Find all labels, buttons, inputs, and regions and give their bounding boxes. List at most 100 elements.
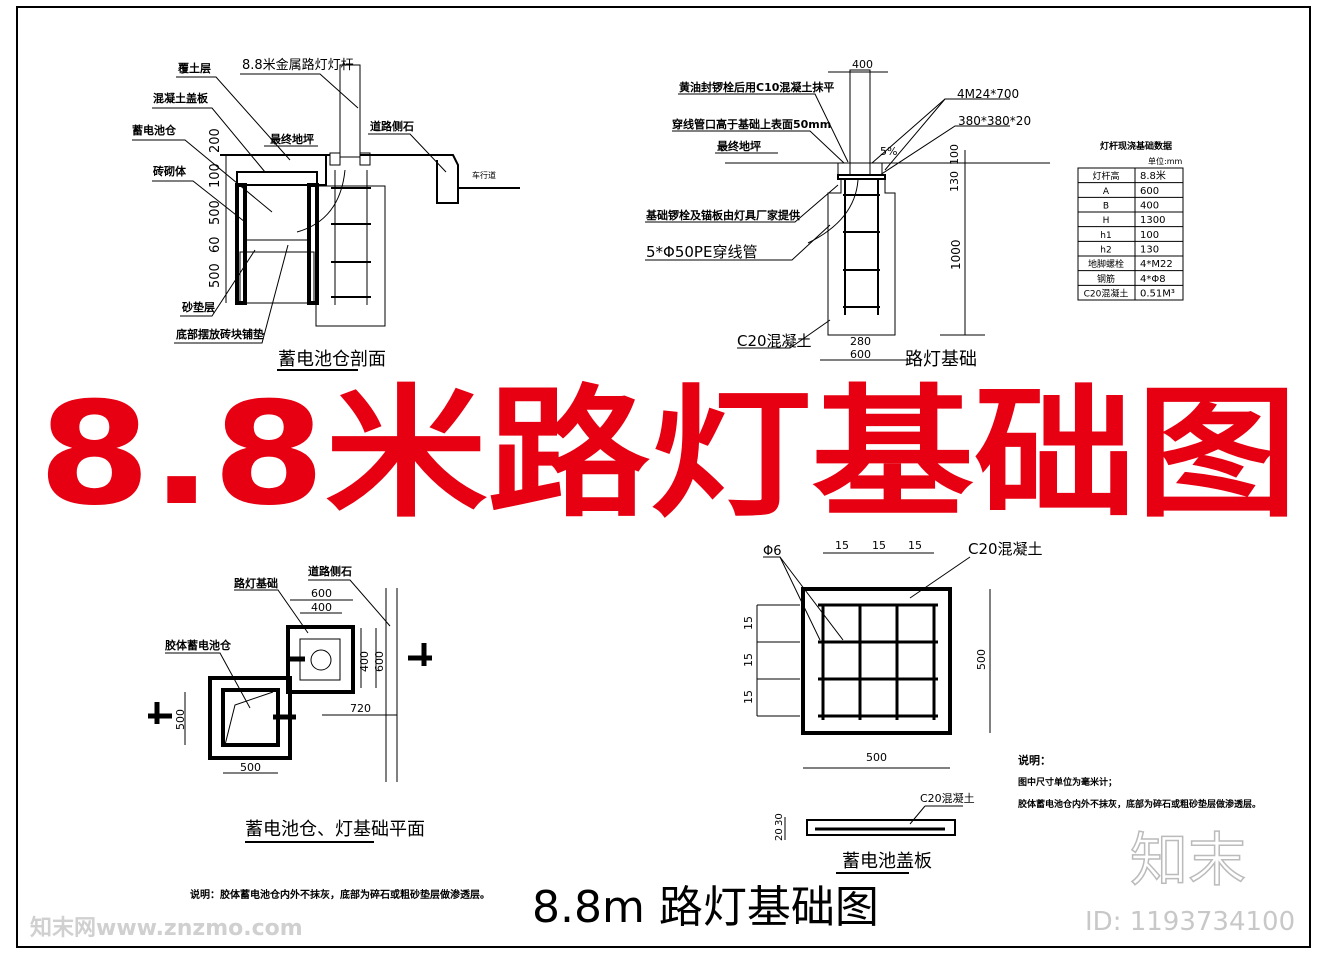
table-cell-key: A bbox=[1103, 187, 1110, 197]
label-foundation: 路灯基础 bbox=[234, 576, 278, 590]
dim: 500 bbox=[208, 263, 223, 288]
dim: 600 bbox=[373, 651, 386, 672]
note-line: 胶体蓄电池仓内外不抹灰，底部为碎石或粗砂垫层做渗透层。 bbox=[1018, 798, 1261, 810]
label-conduit: 5*Φ50PE穿线管 bbox=[646, 243, 757, 261]
dim: 15 bbox=[742, 616, 755, 630]
note-line: 图中尺寸单位为毫米计； bbox=[1018, 776, 1117, 788]
table-cell-key: H bbox=[1103, 216, 1110, 226]
dim: 15 bbox=[835, 539, 849, 552]
dim: 100 bbox=[208, 163, 223, 188]
rebar-plan-drawing bbox=[756, 552, 991, 840]
table-cell-key: B bbox=[1103, 202, 1109, 212]
plan-drawing bbox=[148, 579, 432, 782]
label-seal: 黄油封锣栓后用C10混凝土抹平 bbox=[679, 80, 834, 94]
label-brick: 砖砌体 bbox=[153, 164, 187, 178]
table-cell-value: 4*M22 bbox=[1140, 259, 1173, 270]
watermark: 知末网www.znzmo.com bbox=[30, 915, 303, 941]
battery-section-drawing bbox=[132, 64, 520, 344]
dim: 400 bbox=[852, 58, 873, 71]
label-curb: 道路侧石 bbox=[308, 564, 352, 578]
plan-labels: 路灯基础 道路侧石 胶体蓄电池仓 600 400 400 600 720 500… bbox=[165, 564, 490, 901]
plan-note: 说明：胶体蓄电池仓内外不抹灰，底部为碎石或粗砂垫层做渗透层。 bbox=[190, 888, 490, 901]
label-final-ground: 最终地坪 bbox=[270, 132, 314, 146]
dim: 20 bbox=[774, 828, 785, 841]
label-sand: 砂垫层 bbox=[182, 300, 215, 314]
brand-logo: 知末 bbox=[1130, 826, 1246, 894]
dim: 30 bbox=[774, 813, 785, 826]
label-bolt: 4M24*700 bbox=[957, 87, 1019, 101]
battery-section-labels: 覆土层 8.8米金属路灯灯杆 混凝土盖板 最终地坪 道路侧石 蓄电池仓 车行道 … bbox=[132, 57, 496, 371]
label-curb: 道路侧石 bbox=[370, 119, 414, 133]
label-final-ground: 最终地坪 bbox=[717, 139, 761, 153]
dim: 200 bbox=[208, 128, 223, 153]
section-title-cover: 蓄电池盖板 bbox=[842, 851, 932, 872]
dim: 15 bbox=[908, 539, 922, 552]
label-bottom-brick: 底部摆放砖块铺垫 bbox=[176, 327, 264, 341]
label-concrete: C20混凝土 bbox=[737, 332, 812, 350]
label-road: 车行道 bbox=[472, 170, 496, 180]
table-cell-key: h1 bbox=[1100, 231, 1111, 241]
table-cell-value: 100 bbox=[1140, 230, 1159, 241]
dim: 130 bbox=[948, 171, 961, 192]
notes-heading: 说明： bbox=[1018, 753, 1051, 767]
dim: 15 bbox=[872, 539, 886, 552]
table-cell-key: h2 bbox=[1100, 246, 1111, 256]
label-conduit-height: 穿线管口高于基础上表面50mm bbox=[672, 117, 831, 131]
dim: 720 bbox=[350, 702, 371, 715]
dim: 100 bbox=[948, 144, 961, 165]
table-cell-key: C20混凝土 bbox=[1084, 288, 1129, 300]
dim: 500 bbox=[208, 200, 223, 225]
dim: 400 bbox=[311, 601, 332, 614]
label-concrete-cover: 混凝土盖板 bbox=[153, 91, 209, 105]
label-battery-bay: 蓄电池仓 bbox=[132, 123, 177, 137]
dim: 15 bbox=[742, 653, 755, 667]
bottom-title: 8.8m 路灯基础图 bbox=[532, 882, 879, 933]
label-pole: 8.8米金属路灯灯杆 bbox=[242, 57, 354, 73]
table-cell-value: 600 bbox=[1140, 186, 1159, 197]
table-cell-key: 灯杆高 bbox=[1092, 170, 1119, 182]
table-cell-value: 8.8米 bbox=[1140, 169, 1166, 182]
label-cover-concrete: C20混凝土 bbox=[920, 791, 975, 805]
pole-shape bbox=[339, 64, 361, 158]
table-title: 灯杆现浇基础数据 bbox=[1100, 140, 1172, 152]
dim: 500 bbox=[975, 649, 988, 670]
brand-id: ID: 1193734100 bbox=[1085, 907, 1295, 937]
sheet-border bbox=[16, 6, 1311, 948]
dim: 500 bbox=[174, 709, 187, 730]
dim: 600 bbox=[850, 348, 871, 361]
lower-drawings: 路灯基础 道路侧石 胶体蓄电池仓 600 400 400 600 720 500… bbox=[148, 539, 1261, 901]
notes: 说明： 图中尺寸单位为毫米计； 胶体蓄电池仓内外不抹灰，底部为碎石或粗砂垫层做渗… bbox=[1018, 753, 1261, 810]
table-cell-key: 地脚螺栓 bbox=[1088, 258, 1124, 270]
label-plate: 380*380*20 bbox=[958, 114, 1031, 128]
label-bolts-supplier: 基础锣栓及锚板由灯具厂家提供 bbox=[645, 208, 800, 222]
label-battery: 胶体蓄电池仓 bbox=[165, 638, 232, 652]
table-cell-key: 钢筋 bbox=[1097, 273, 1115, 285]
dim: 500 bbox=[240, 761, 261, 774]
foundation-section-labels: 400 黄油封锣栓后用C10混凝土抹平 穿线管口高于基础上表面50mm 最终地坪… bbox=[645, 58, 1031, 370]
dim: 280 bbox=[850, 335, 871, 348]
main-title: 8.8米路灯基础图 bbox=[38, 372, 1298, 537]
table-cell-value: 130 bbox=[1140, 245, 1159, 256]
dim: 400 bbox=[358, 651, 371, 672]
table-cell-value: 4*Φ8 bbox=[1140, 274, 1166, 285]
label-concrete: C20混凝土 bbox=[968, 540, 1043, 558]
section-title-plan: 蓄电池仓、灯基础平面 bbox=[245, 819, 425, 840]
dim: 60 bbox=[208, 236, 223, 253]
section-title-battery: 蓄电池仓剖面 bbox=[278, 349, 386, 370]
dim: 600 bbox=[311, 587, 332, 600]
table-cell-value: 1300 bbox=[1140, 215, 1165, 226]
table-unit: 单位:mm bbox=[1148, 156, 1182, 166]
dim: 500 bbox=[866, 751, 887, 764]
dim: 15 bbox=[742, 690, 755, 704]
label-rebar: Φ6 bbox=[763, 544, 782, 559]
table-cell-value: 0.51M³ bbox=[1140, 289, 1175, 300]
rebar-plan-labels: Φ6 C20混凝土 15 15 15 15 15 15 500 500 C20混… bbox=[742, 539, 1043, 874]
section-title-foundation: 路灯基础 bbox=[905, 349, 977, 370]
label-slope: 5% bbox=[880, 145, 897, 158]
dim: 1000 bbox=[949, 239, 963, 270]
table-cell-value: 400 bbox=[1140, 201, 1159, 212]
foundation-section-drawing bbox=[645, 69, 1050, 361]
